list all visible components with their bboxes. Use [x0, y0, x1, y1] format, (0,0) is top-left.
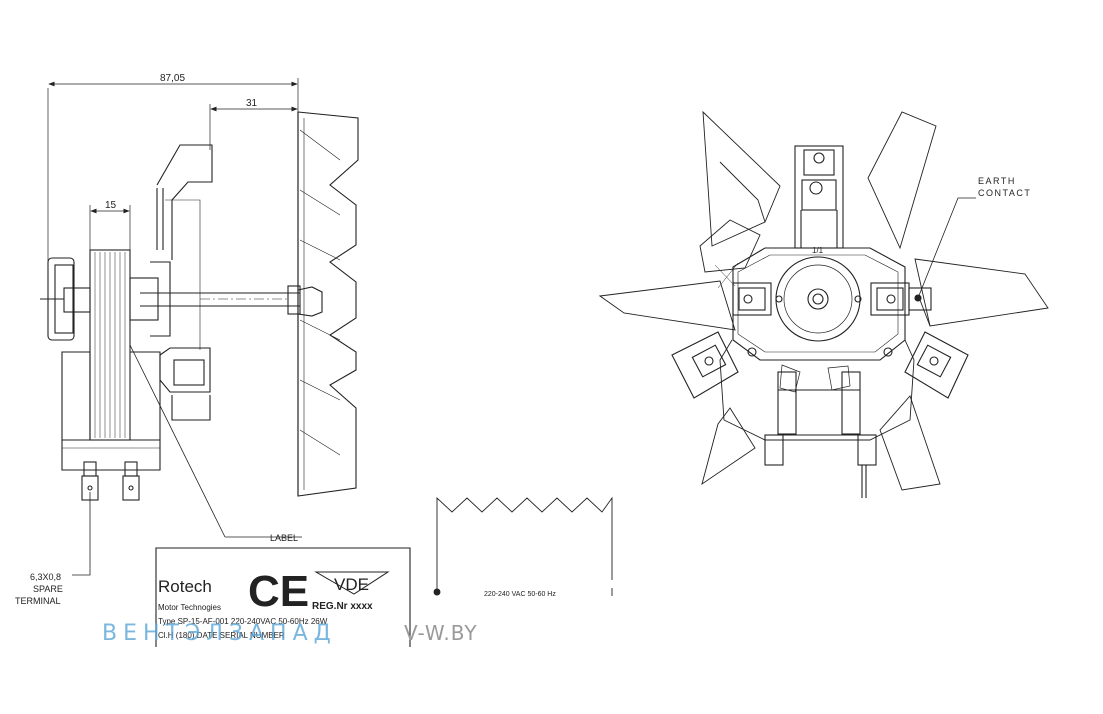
fan-blades-front	[598, 110, 1049, 491]
nameplate-brand: Rotech	[158, 577, 212, 596]
front-mark: 1/1	[812, 246, 824, 255]
dimension-fan	[209, 104, 298, 150]
dimension-stack-label: 15	[105, 200, 117, 211]
side-view	[40, 78, 359, 576]
terminals-side	[81, 461, 140, 501]
nameplate-type-line: Type SP-15-AF-001 220-240VAC 50-60Hz 26W	[158, 617, 328, 626]
coil-housing	[61, 351, 161, 471]
schematic-supply-label: 220-240 VAC 50-60 Hz	[484, 591, 556, 598]
watermark-left: ВЕНТЭЛЗАПАД	[102, 621, 337, 646]
dimension-fan-label: 31	[246, 98, 258, 109]
ce-mark: CE	[248, 567, 309, 616]
nameplate-reg: REG.Nr xxxx	[312, 601, 373, 612]
vde-triangle	[314, 571, 390, 595]
terminal-callout-line2: TERMINAL	[15, 596, 61, 606]
vde-mark: VDE	[334, 575, 369, 594]
label-callout: LABEL	[270, 533, 298, 543]
bearing-boss-left	[40, 257, 171, 341]
terminal-size-callout: 6,3X0,8	[30, 572, 61, 582]
front-view	[598, 110, 1049, 498]
motor-frame-front	[719, 247, 915, 441]
lower-right-terminal	[883, 331, 969, 399]
heating-element-schematic	[433, 496, 613, 596]
dimension-overall	[47, 78, 299, 300]
bottom-bracket	[764, 364, 877, 498]
watermark-right: V-W.BY	[404, 621, 478, 645]
right-clamp	[854, 282, 932, 316]
nameplate-class-line: Cl.H (180) DATE SERIAL NUMBER	[158, 631, 285, 640]
nameplate-subtitle: Motor Technogies	[158, 603, 221, 612]
earth-callout-line2: CONTACT	[978, 188, 1031, 198]
earth-leader	[917, 197, 976, 299]
fan-impeller-side	[297, 111, 359, 497]
earth-callout-line1: EARTH	[978, 176, 1016, 186]
dimension-overall-label: 87,05	[160, 73, 185, 84]
label-leader	[129, 344, 226, 538]
lower-left-terminal	[671, 331, 757, 399]
shaft	[140, 285, 301, 315]
left-clamp	[732, 282, 783, 316]
nameplate: CE	[155, 547, 411, 647]
terminal-leader	[72, 492, 91, 576]
stator-stack	[89, 249, 131, 441]
terminal-callout-line1: SPARE	[33, 584, 63, 594]
top-post	[794, 145, 844, 249]
mount-bracket-side	[156, 144, 213, 421]
dimension-stack	[89, 205, 131, 250]
